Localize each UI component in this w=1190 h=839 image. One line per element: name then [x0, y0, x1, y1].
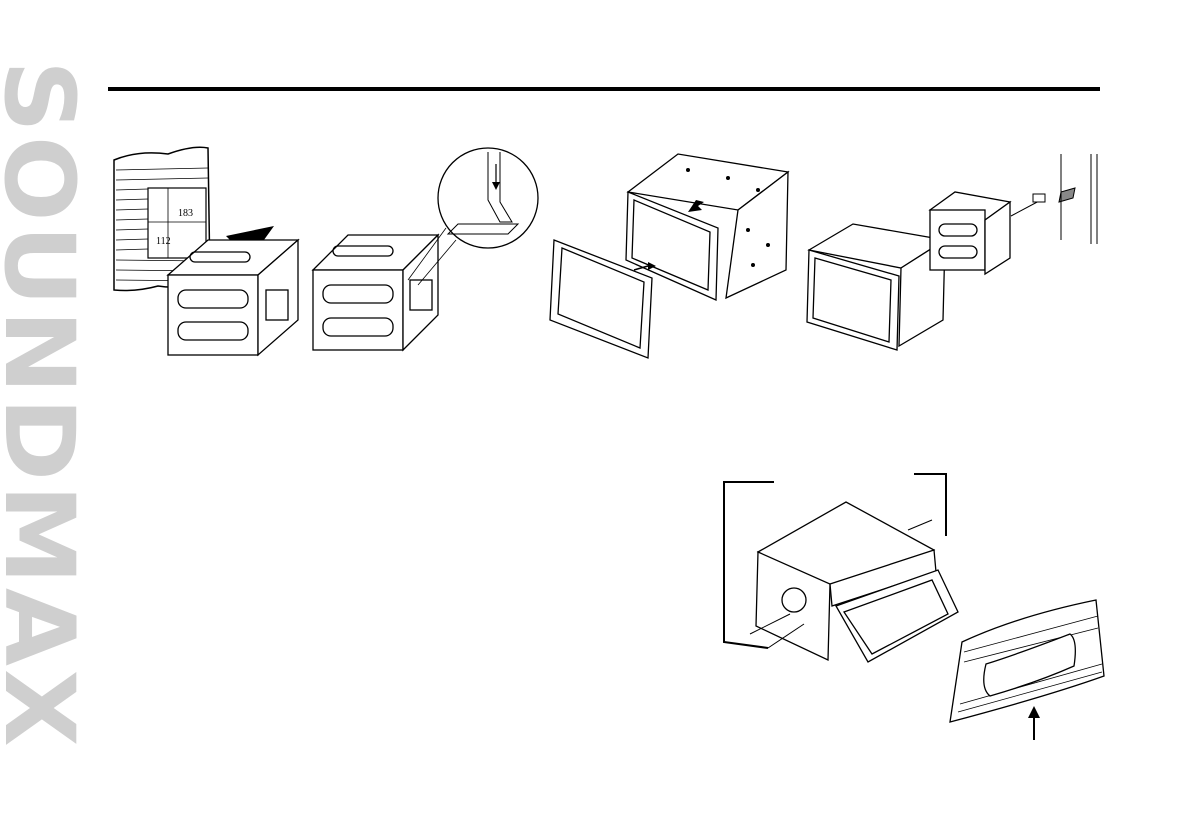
head-unit [626, 154, 788, 300]
dimension-height-label: 112 [156, 236, 171, 247]
rear-bolt [1011, 188, 1075, 216]
head-unit-removal [756, 502, 958, 662]
up-arrow-icon [1028, 706, 1040, 740]
mounting-cage-left [168, 240, 298, 355]
header-rule [108, 87, 1100, 91]
dimension-width-label: 183 [178, 208, 193, 219]
figure-trim-frame [548, 150, 798, 365]
dashboard-panel-lower [950, 600, 1104, 722]
brand-logo-text: SOUNDMAX [0, 60, 92, 750]
figure-unit-removal [718, 466, 1108, 746]
figure-cage-installation: 183 112 [108, 140, 548, 360]
head-unit-installed [807, 224, 945, 350]
mounting-cage-rear [930, 192, 1010, 274]
brand-watermark: SOUNDMAX [0, 60, 92, 750]
mounting-cage-right [313, 235, 438, 350]
figure-rear-bolt [805, 150, 1105, 360]
